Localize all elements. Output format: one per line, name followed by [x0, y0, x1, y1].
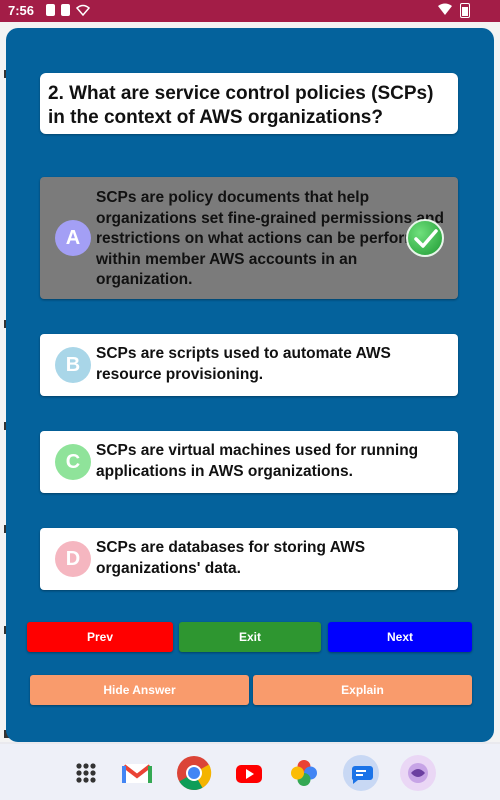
option-text: SCPs are databases for storing AWS organ… — [96, 539, 366, 577]
photos-icon[interactable] — [288, 757, 320, 789]
sim-icon — [61, 4, 70, 16]
prev-button[interactable]: Prev — [27, 622, 173, 652]
status-time: 7:56 — [8, 3, 35, 18]
messages-icon[interactable] — [343, 755, 379, 791]
option-letter: C — [55, 444, 91, 480]
exit-button[interactable]: Exit — [179, 622, 321, 652]
battery-icon — [460, 3, 470, 18]
wifi-icon — [438, 3, 452, 15]
notification-icon — [46, 4, 55, 16]
option-letter: A — [55, 220, 91, 256]
wifi-off-icon — [76, 4, 90, 16]
gmail-icon[interactable] — [121, 757, 153, 789]
option-d[interactable]: D SCPs are databases for storing AWS org… — [40, 528, 458, 590]
correct-check-icon — [406, 219, 444, 257]
option-letter: D — [55, 541, 91, 577]
next-button[interactable]: Next — [328, 622, 472, 652]
hide-answer-button[interactable]: Hide Answer — [30, 675, 249, 705]
youtube-icon[interactable] — [233, 757, 265, 789]
option-c[interactable]: C SCPs are virtual machines used for run… — [40, 431, 458, 493]
question-card: 2. What are service control policies (SC… — [40, 73, 458, 134]
quiz-dialog: 2. What are service control policies (SC… — [6, 28, 494, 742]
explain-button[interactable]: Explain — [253, 675, 472, 705]
app-grid-icon[interactable] — [70, 757, 102, 789]
option-b[interactable]: B SCPs are scripts used to automate AWS … — [40, 334, 458, 396]
option-a[interactable]: A SCPs are policy documents that help or… — [40, 177, 458, 299]
option-text: SCPs are scripts used to automate AWS re… — [96, 345, 391, 383]
option-letter: B — [55, 347, 91, 383]
option-text: SCPs are virtual machines used for runni… — [96, 442, 419, 480]
status-bar: 7:56 — [0, 0, 500, 22]
navigation-dock — [0, 744, 500, 800]
option-text: SCPs are policy documents that help orga… — [96, 189, 444, 288]
question-text: 2. What are service control policies (SC… — [48, 83, 434, 128]
app-icon[interactable] — [400, 755, 436, 791]
chrome-icon[interactable] — [176, 755, 212, 791]
